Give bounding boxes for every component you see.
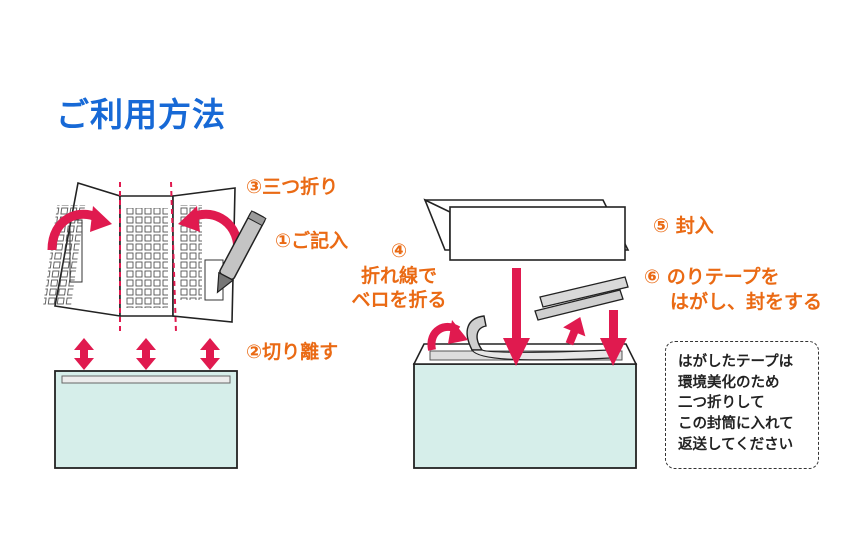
step-3-label: ③三つ折り xyxy=(246,176,339,198)
step-4-label: ④ 折れ線で ベロを折る xyxy=(344,239,454,313)
flap-curl xyxy=(466,315,611,361)
up-arrow-icon xyxy=(563,317,586,346)
tri-fold-form xyxy=(43,181,236,333)
step-6-line-1: ⑥ のりテープを xyxy=(644,266,780,288)
page-title: ご利用方法 xyxy=(56,95,226,134)
tape-disposal-note: はがしたテープは 環境美化のため 二つ折りして この封筒に入れて 返送してくださ… xyxy=(665,341,819,469)
step-4-line-1: 折れ線で xyxy=(360,264,437,287)
folded-form xyxy=(423,198,630,261)
note-line: はがしたテープは xyxy=(678,354,794,370)
double-arrow-icon xyxy=(74,338,220,370)
step-5-label: ⑤ 封入 xyxy=(653,215,714,237)
note-line: 返送してください xyxy=(678,436,794,453)
curved-arrow-icon xyxy=(47,206,112,251)
note-line: 環境美化のため xyxy=(678,374,780,391)
pen-icon xyxy=(216,210,267,294)
step-2-label: ②切り離す xyxy=(246,341,339,363)
return-envelope xyxy=(54,370,238,469)
release-tape xyxy=(534,276,629,321)
note-line: 二つ折りして xyxy=(678,395,765,412)
step-1-label: ①ご記入 xyxy=(275,230,349,252)
note-line: この封筒に入れて xyxy=(678,416,794,433)
envelope xyxy=(412,343,638,469)
step-4-number: ④ xyxy=(390,240,408,262)
step-4-line-2: ベロを折る xyxy=(351,289,447,312)
down-arrow-icon xyxy=(503,268,627,366)
step-6-label: ⑥ のりテープを はがし、封をする xyxy=(644,265,822,314)
step-6-line-2: はがし、封をする xyxy=(670,290,823,313)
curved-arrow-icon xyxy=(427,320,468,351)
